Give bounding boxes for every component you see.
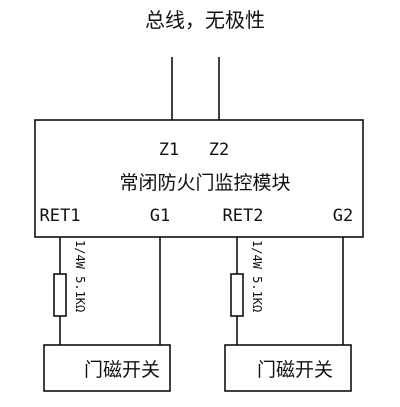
- terminal-g2-label: G2: [333, 206, 353, 226]
- module-name: 常闭防火门监控模块: [119, 172, 290, 194]
- terminal-ret2-label: RET2: [223, 206, 264, 226]
- door-magnetic-switch-2: [224, 344, 352, 392]
- terminal-g1-label: G1: [150, 206, 170, 226]
- resistor-1-label: 1/4W 5.1KΩ: [73, 240, 87, 312]
- switch-2-label: 门磁开关: [257, 359, 333, 381]
- terminal-ret1-label: RET1: [40, 206, 81, 226]
- resistor-2-label: 1/4W 5.1KΩ: [250, 240, 264, 312]
- switch-1-label: 门磁开关: [84, 359, 160, 381]
- door-magnetic-switch-1: [43, 344, 171, 392]
- bus-label: 总线，无极性: [145, 8, 265, 32]
- monitoring-module-box: [34, 119, 364, 238]
- terminal-z1-label: Z1: [159, 140, 179, 160]
- resistor-2: [230, 273, 244, 317]
- resistor-1: [53, 273, 67, 317]
- terminal-z2-label: Z2: [209, 140, 229, 160]
